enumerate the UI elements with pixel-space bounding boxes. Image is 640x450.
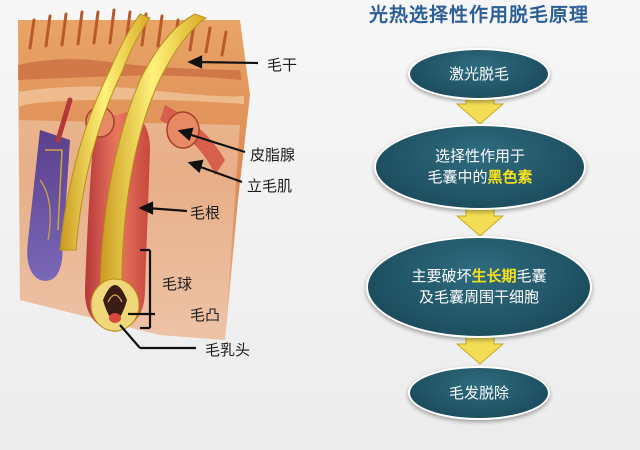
- pointer-lines: [119, 55, 259, 350]
- hair-bulb-graphic: [90, 278, 140, 332]
- flow-arrow-3: [455, 333, 505, 365]
- flow-node-selective-line2: 毛囊中的黑色素: [427, 168, 533, 186]
- flow-node-removal: 毛发脱除: [408, 366, 550, 420]
- flow-node-selective: 选择性作用于 毛囊中的黑色素: [374, 124, 586, 210]
- flow-node-laser-text: 激光脱毛: [448, 64, 509, 83]
- surface-hairs: [28, 8, 228, 57]
- highlight-anagen: 生长期: [471, 267, 517, 285]
- blood-vessel: [27, 97, 73, 281]
- label-hair-bulb: 毛球: [162, 275, 193, 293]
- label-hair-bulge: 毛凸: [190, 306, 221, 324]
- label-hair-shaft: 毛干: [267, 56, 298, 74]
- highlight-melanin: 黑色素: [487, 168, 533, 186]
- flow-node-removal-text: 毛发脱除: [448, 383, 509, 402]
- flow-node-laser: 激光脱毛: [408, 48, 550, 100]
- flow-node-destroy: 主要破坏生长期毛囊 及毛囊周围干细胞: [366, 236, 592, 338]
- flow-node-selective-line1: 选择性作用于: [434, 147, 525, 165]
- label-dermal-papilla: 毛乳头: [205, 341, 251, 359]
- flow-arrow-2: [455, 205, 505, 237]
- flow-node-destroy-line1: 主要破坏生长期毛囊: [411, 267, 547, 285]
- label-sebaceous-gland: 皮脂腺: [250, 146, 296, 164]
- flow-node-destroy-line2: 及毛囊周围干细胞: [418, 288, 539, 306]
- label-arrector-pili: 立毛肌: [247, 177, 293, 195]
- page-title: 光热选择性作用脱毛原理: [368, 4, 589, 26]
- label-hair-root: 毛根: [190, 204, 221, 222]
